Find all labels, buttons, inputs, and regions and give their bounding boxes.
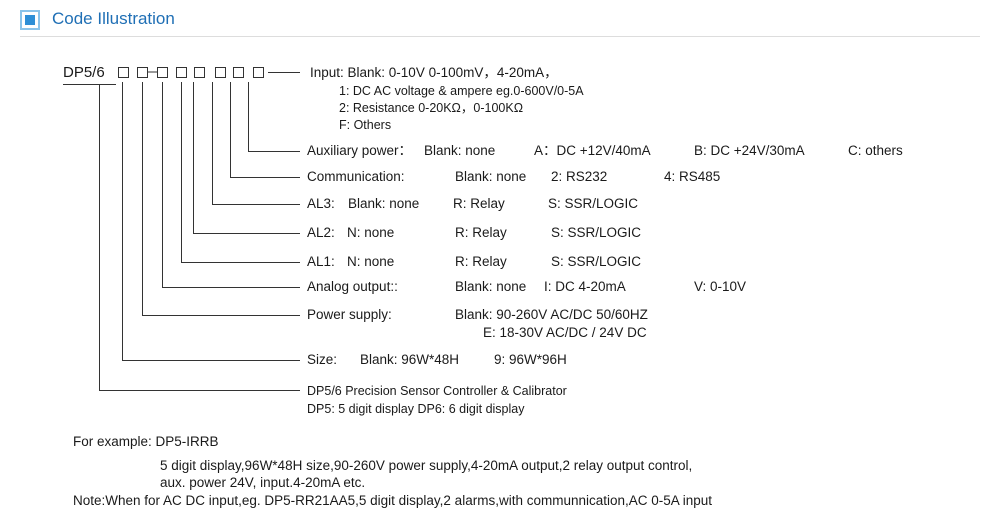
size-option-9: 9: 96W*96H — [494, 352, 567, 367]
al1-option-none: N: none — [347, 254, 395, 269]
al1-label: AL1: — [307, 254, 335, 269]
code-box-1 — [118, 67, 129, 78]
code-box-5 — [194, 67, 205, 78]
al1-option-relay: R: Relay — [455, 254, 507, 269]
size-option-blank: Blank: 96W*48H — [360, 352, 460, 367]
leader-power — [142, 82, 300, 316]
power-option-e: E: 18-30V AC/DC / 24V DC — [483, 325, 647, 340]
input-line-2: 1: DC AC voltage & ampere eg.0-600V/0-5A — [339, 84, 584, 98]
example-line-2: 5 digit display,96W*48H size,90-260V pow… — [160, 458, 693, 473]
product-line-1: DP5/6 Precision Sensor Controller & Cali… — [307, 384, 567, 398]
leader-auxiliary — [248, 82, 300, 152]
auxiliary-option-c: C: others — [848, 143, 903, 158]
auxiliary-option-b: B: DC +24V/30mA — [694, 143, 805, 158]
al1-option-ssr: S: SSR/LOGIC — [551, 254, 642, 269]
product-line-2: DP5: 5 digit display DP6: 6 digit displa… — [307, 402, 525, 416]
analog-option-voltage: V: 0-10V — [694, 279, 747, 294]
analog-option-blank: Blank: none — [455, 279, 527, 294]
code-prefix: DP5/6 — [63, 64, 105, 81]
code-box-4 — [176, 67, 187, 78]
al3-option-ssr: S: SSR/LOGIC — [548, 196, 639, 211]
al2-option-none: N: none — [347, 225, 395, 240]
code-box-2 — [137, 67, 148, 78]
input-line-3: 2: Resistance 0-20KΩ，0-100KΩ — [339, 101, 524, 115]
section-header: Code Illustration — [20, 8, 980, 37]
leader-communication — [230, 82, 300, 178]
al2-label: AL2: — [307, 225, 335, 240]
example-title: For example: DP5-IRRB — [73, 434, 219, 449]
communication-option-rs232: 2: RS232 — [551, 169, 608, 184]
communication-option-rs485: 4: RS485 — [664, 169, 721, 184]
leader-size — [122, 82, 300, 361]
al2-option-ssr: S: SSR/LOGIC — [551, 225, 642, 240]
section-square-icon — [20, 10, 40, 30]
power-option-blank: Blank: 90-260V AC/DC 50/60HZ — [455, 307, 648, 322]
input-line-4: F: Others — [339, 118, 392, 132]
example-line-3: aux. power 24V, input.4-20mA etc. — [160, 475, 366, 490]
analog-option-current: I: DC 4-20mA — [544, 279, 626, 294]
code-box-3 — [157, 67, 168, 78]
power-label: Power supply: — [307, 307, 392, 322]
leader-analog — [162, 82, 300, 288]
communication-label: Communication: — [307, 169, 405, 184]
al3-option-blank: Blank: none — [348, 196, 420, 211]
al2-option-relay: R: Relay — [455, 225, 507, 240]
size-label: Size: — [307, 352, 338, 367]
auxiliary-option-blank: Blank: none — [424, 143, 496, 158]
al3-option-relay: R: Relay — [453, 196, 505, 211]
leader-al2 — [193, 82, 300, 234]
header-divider — [20, 36, 980, 37]
leader-product — [99, 85, 300, 391]
auxiliary-label: Auxiliary power： — [307, 143, 413, 158]
input-line-1: Input: Blank: 0-10V 0-100mV，4-20mA， — [310, 65, 558, 80]
code-box-6 — [215, 67, 226, 78]
leader-al3 — [212, 82, 300, 205]
example-note: Note:When for AC DC input,eg. DP5-RR21AA… — [73, 493, 713, 508]
code-box-8 — [253, 67, 264, 78]
section-title: Code Illustration — [52, 9, 175, 28]
al3-label: AL3: — [307, 196, 335, 211]
code-box-7 — [233, 67, 244, 78]
analog-label: Analog output:: — [307, 279, 398, 294]
communication-option-blank: Blank: none — [455, 169, 527, 184]
leader-al1 — [181, 82, 300, 263]
auxiliary-option-a: A：DC +12V/40mA — [534, 143, 651, 158]
